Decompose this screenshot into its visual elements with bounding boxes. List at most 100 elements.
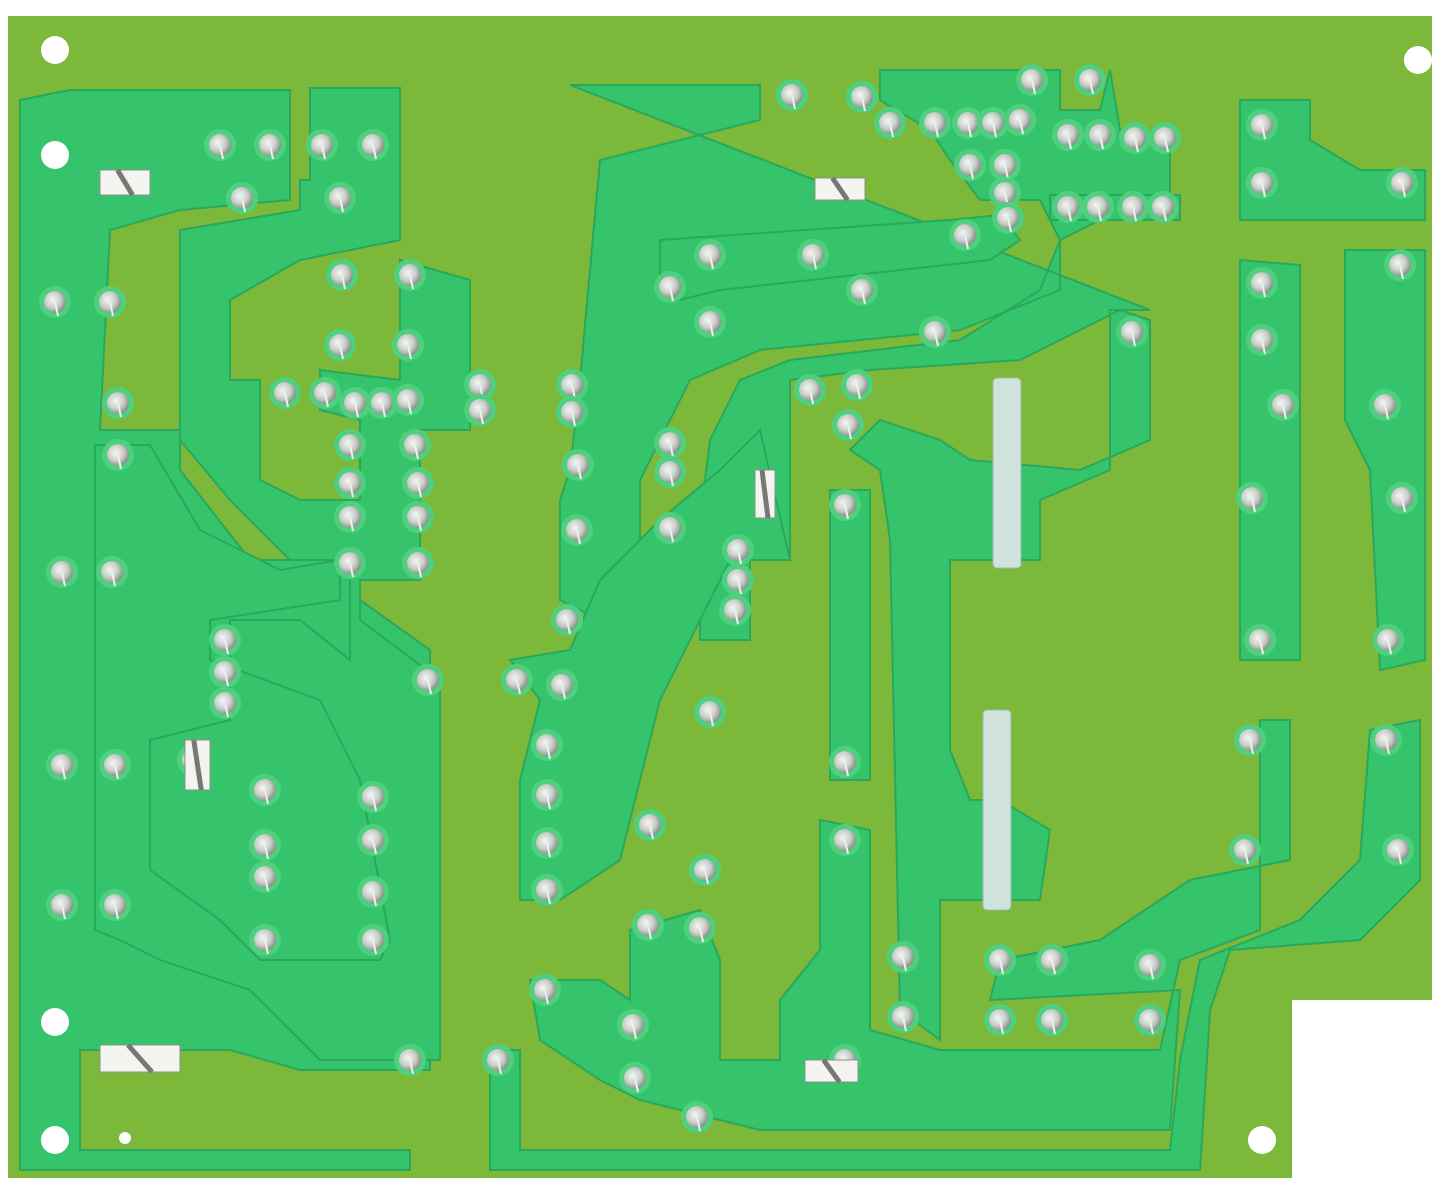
solder-pad [1149,122,1181,154]
solder-pad [394,1044,426,1076]
solder-pad [46,556,78,588]
solder-pad [654,271,686,303]
solder-pad [634,809,666,841]
solder-pad [269,377,301,409]
solder-pad [412,664,444,696]
solder-pad [1369,389,1401,421]
solder-pad [226,182,258,214]
solder-pad [989,149,1021,181]
solder-pad [694,696,726,728]
solder-pad [402,501,434,533]
solder-pad [694,239,726,271]
solder-pad [1036,1004,1068,1036]
solder-pad [366,387,398,419]
jumper-pad [99,168,151,197]
solder-pad [464,394,496,426]
solder-pad [39,286,71,318]
solder-pad [531,827,563,859]
solder-pad [357,824,389,856]
solder-pad [1082,191,1114,223]
solder-pad [249,829,281,861]
solder-pad [392,384,424,416]
solder-pad [681,1101,713,1133]
solder-pad [209,687,241,719]
mounting-hole [119,1132,131,1144]
solder-pad [209,624,241,656]
solder-pad [249,924,281,956]
solder-pad [954,149,986,181]
jumper-pad [184,739,211,791]
solder-pad [249,774,281,806]
solder-pad [1246,167,1278,199]
copper-pour [1344,249,1426,672]
solder-pad [334,501,366,533]
solder-pad [1236,482,1268,514]
cable-tie [992,377,1022,569]
jumper-pad [99,1043,181,1074]
solder-pad [402,467,434,499]
solder-pad [1386,167,1418,199]
solder-pad [1372,624,1404,656]
mounting-hole [41,1126,69,1154]
solder-pad [846,274,878,306]
mounting-hole [41,141,69,169]
mounting-hole [1248,1126,1276,1154]
solder-pad [776,79,808,111]
solder-pad [339,387,371,419]
solder-pad [102,439,134,471]
solder-pad [794,374,826,406]
solder-pad [306,129,338,161]
solder-pad [689,854,721,886]
mounting-hole [41,1008,69,1036]
solder-pad [357,129,389,161]
solder-pad [1084,119,1116,151]
solder-pad [992,202,1024,234]
solder-pad [357,924,389,956]
solder-pad [919,107,951,139]
mounting-hole [41,36,69,64]
copper-pour [829,489,871,781]
solder-pad [46,749,78,781]
solder-pad [1246,109,1278,141]
solder-pad [654,427,686,459]
solder-pad [1134,1004,1166,1036]
solder-pad [464,369,496,401]
solder-pad [1016,64,1048,96]
solder-pad [632,909,664,941]
solder-pad [99,749,131,781]
solder-pad [1052,191,1084,223]
solder-pad [357,876,389,908]
solder-pad [1246,324,1278,356]
solder-pad [1147,191,1179,223]
solder-pad [334,429,366,461]
mounting-holes [41,36,1453,1154]
solder-pad [832,409,864,441]
solder-pad [556,396,588,428]
solder-pad [1116,316,1148,348]
copper-pour [528,719,1291,1131]
solder-pad [846,81,878,113]
solder-pad [562,449,594,481]
solder-pad [324,182,356,214]
solder-pad [887,1001,919,1033]
jumper-wires [99,168,866,1084]
solder-pad [619,1062,651,1094]
jumper-pad [754,469,776,519]
solder-pad [1370,724,1402,756]
solder-pad [1244,624,1276,656]
solder-pad [1267,389,1299,421]
copper-pour [489,718,1421,1171]
solder-pad [841,369,873,401]
solder-pad [204,129,236,161]
solder-pad [102,387,134,419]
solder-pad [394,259,426,291]
solder-pad [46,889,78,921]
solder-pad [1234,724,1266,756]
solder-pad [722,534,754,566]
solder-pad [722,564,754,596]
solder-pad [334,547,366,579]
solder-pad [1134,949,1166,981]
solder-pad [1384,249,1416,281]
solder-pad [529,974,561,1006]
